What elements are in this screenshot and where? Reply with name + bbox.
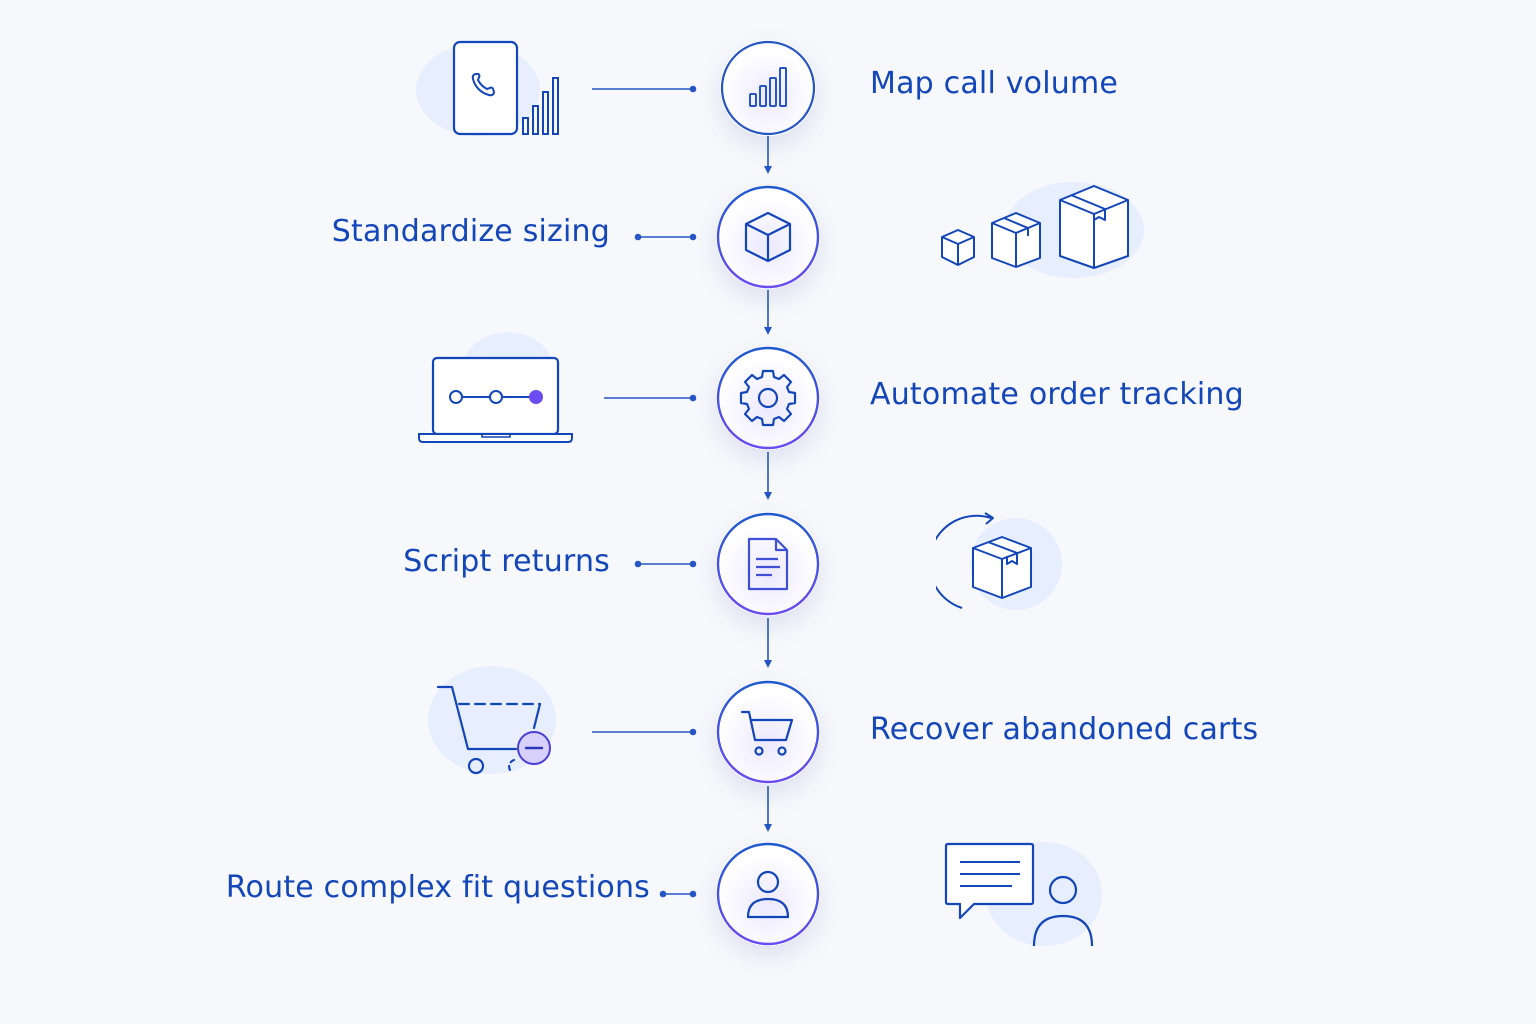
step-1-label: Map call volume [870,66,1119,101]
gear-icon [739,369,797,427]
cart-remove-icon [416,662,566,780]
document-icon [747,537,789,591]
bar-chart-icon [749,67,787,107]
step-1-node [720,40,816,136]
step-4-node [716,512,820,616]
laptop-progress-icon [416,330,576,448]
step-5-label: Recover abandoned carts [870,712,1259,747]
horizontal-connectors [592,85,697,898]
step-4-label: Script returns [403,544,610,579]
step-3-node [716,346,820,450]
chat-agent-icon [940,838,1110,950]
step-2-label: Standardize sizing [331,214,610,249]
cart-icon [740,710,794,756]
boxes-sizes-icon [934,178,1148,282]
step-5-node [716,680,820,784]
box-icon [744,211,792,263]
step-3-label: Automate order tracking [870,377,1244,412]
step-6-label: Route complex fit questions [225,870,650,905]
phone-signal-icon [410,36,580,140]
step-2-node [716,185,820,289]
person-icon [746,870,790,919]
step-6-node [716,842,820,946]
return-box-icon [936,510,1066,614]
